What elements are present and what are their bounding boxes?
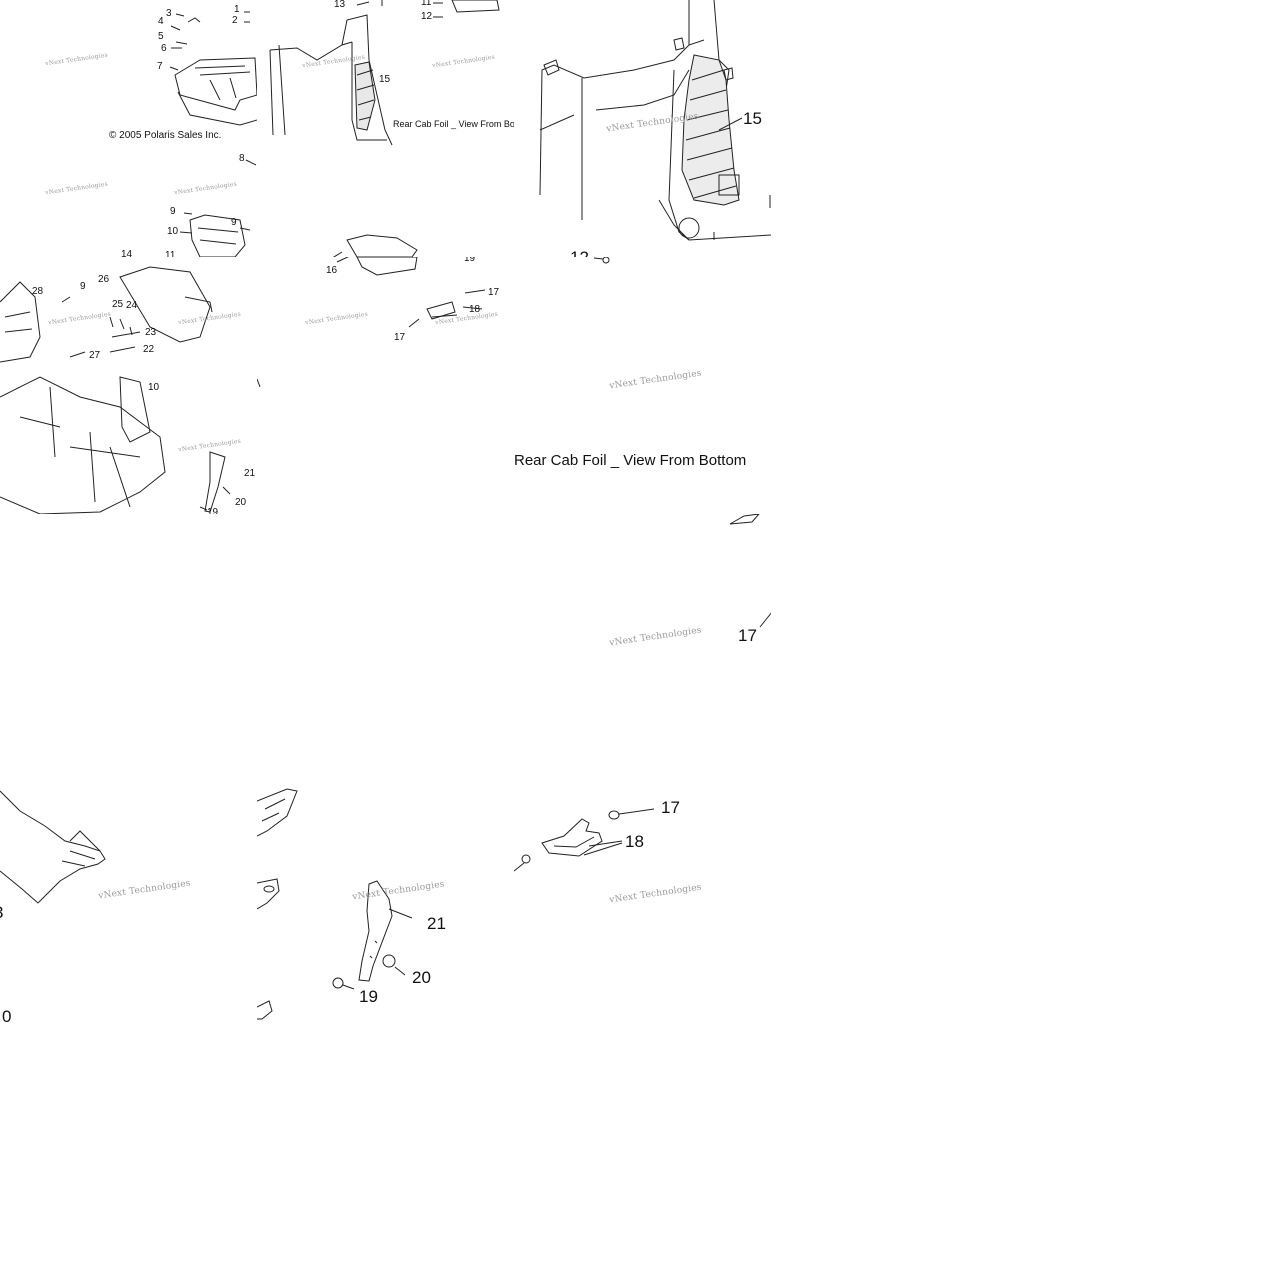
bracket-drawing xyxy=(514,808,655,872)
callout-9b: 9 xyxy=(231,217,237,228)
callout-24: 24 xyxy=(126,300,138,311)
view-caption: Rear Cab Foil _ View From Bottom xyxy=(514,452,747,469)
frame-seat-drawing xyxy=(0,266,231,514)
callout-9a: 9 xyxy=(170,206,176,217)
callout-14: 14 xyxy=(121,249,133,258)
bracket-callout-drawing xyxy=(729,514,771,628)
callout-27: 27 xyxy=(89,350,101,361)
caption-tile-drawing xyxy=(593,257,610,264)
caption-tile: vNext Technologies Rear Cab Foil _ View … xyxy=(514,257,771,514)
callout-19: 19 xyxy=(359,987,378,1006)
callout-10: 10 xyxy=(167,226,179,237)
callout-12: 12 xyxy=(421,11,433,22)
callout-19: 19 xyxy=(464,257,476,264)
seat-drawing xyxy=(0,790,106,904)
callout-10: 0 xyxy=(2,1007,12,1026)
callout-20: 20 xyxy=(235,497,247,508)
callout-17a: 17 xyxy=(488,287,500,298)
strap-detail-tile: 21 20 19 vNext Technologies xyxy=(257,771,514,1028)
rear-cab-foil-drawing xyxy=(539,0,771,241)
callout-16: 16 xyxy=(326,265,338,276)
callout-8: 8 xyxy=(239,153,245,164)
callout-21: 21 xyxy=(427,914,446,933)
callout-5: 5 xyxy=(158,31,164,42)
seat-detail-tile: 3 0 vNext Technologies xyxy=(0,771,257,1028)
callout-6: 6 xyxy=(161,43,167,54)
callout-3: 3 xyxy=(0,904,3,921)
callout-18: 18 xyxy=(625,832,644,851)
callout-18: 18 xyxy=(469,304,481,315)
strap-bracket-drawing xyxy=(257,788,413,1020)
callout-7: 7 xyxy=(157,61,163,72)
bracket-detail-tile: 17 18 vNext Technologies xyxy=(514,771,771,1028)
rear-cab-overview-drawing xyxy=(169,11,257,257)
callout-12-large: 12 xyxy=(570,249,589,257)
callout-11: 11 xyxy=(421,0,432,8)
callout-17: 17 xyxy=(738,626,757,645)
callout-4: 4 xyxy=(158,16,164,27)
rear-cab-foil-detail-tile: 15 12 vNext Technologies xyxy=(514,0,771,257)
callout-22: 22 xyxy=(143,344,155,355)
overview-top-tile: 1 2 3 4 5 6 7 8 9 9 10 11 14 © 2005 Pola… xyxy=(0,0,257,257)
callout-25: 25 xyxy=(112,299,124,310)
rear-cab-side-tile: 13 11 12 15 Rear Cab Foil _ View From Bo… xyxy=(257,0,514,257)
callout-13: 13 xyxy=(334,0,346,10)
callout-28: 28 xyxy=(32,286,44,297)
callout-20: 20 xyxy=(412,968,431,987)
bracket-overview-tile: 16 19 17 18 17 vNext Technologies vNext … xyxy=(257,257,514,514)
callout-9: 9 xyxy=(80,281,86,292)
bracket-overview-drawing xyxy=(257,257,486,388)
callout-10: 10 xyxy=(148,382,160,393)
callout-15-large: 15 xyxy=(743,109,762,128)
callout-11: 11 xyxy=(165,250,176,258)
callout-2: 2 xyxy=(232,15,238,26)
overview-bottom-tile: 28 9 26 25 24 23 22 27 10 21 20 19 vNext… xyxy=(0,257,257,514)
bracket-callout-tile: 17 vNext Technologies xyxy=(514,514,771,771)
callout-17b: 17 xyxy=(394,332,406,343)
callout-1: 1 xyxy=(234,4,240,15)
callout-21: 21 xyxy=(244,468,256,479)
copyright-text: © 2005 Polaris Sales Inc. xyxy=(109,130,222,141)
callout-3: 3 xyxy=(166,8,172,19)
rear-cab-side-drawing xyxy=(269,0,500,257)
callout-15: 15 xyxy=(379,74,391,85)
callout-26: 26 xyxy=(98,274,110,285)
callout-19: 19 xyxy=(207,507,219,515)
view-caption-small: Rear Cab Foil _ View From Bottom xyxy=(393,119,514,129)
callout-17: 17 xyxy=(661,798,680,817)
callout-23: 23 xyxy=(145,327,157,338)
